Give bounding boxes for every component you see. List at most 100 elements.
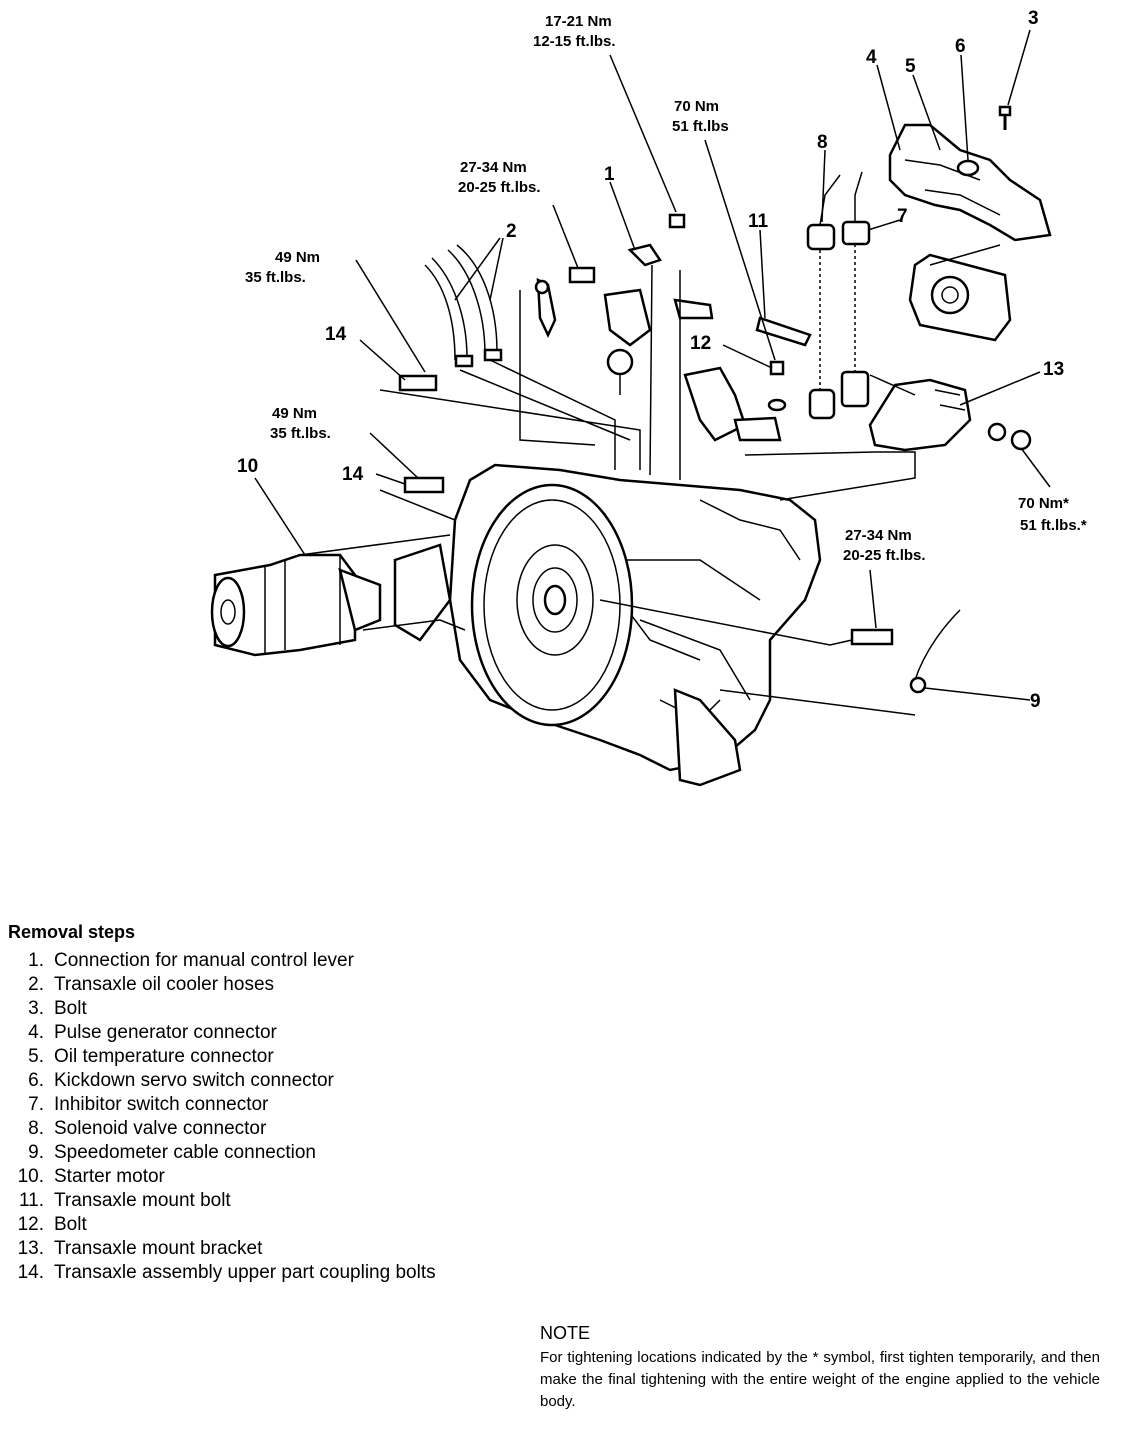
callout-6: 6	[955, 36, 966, 57]
removal-step: 7. Inhibitor switch connector	[8, 1093, 568, 1117]
removal-step-label: Transaxle oil cooler hoses	[54, 974, 275, 995]
removal-step-label: Transaxle mount bolt	[54, 1190, 231, 1211]
removal-step-label: Speedometer cable connection	[54, 1142, 316, 1163]
solenoid-valve-connector	[806, 174, 841, 420]
torque-70-nm-star: 70 Nm*	[1018, 495, 1069, 512]
removal-step-number: 12.	[17, 1214, 44, 1235]
removal-step: 12. Bolt	[8, 1213, 568, 1237]
removal-step: 9. Speedometer cable connection	[8, 1141, 568, 1165]
removal-step-label: Transaxle mount bracket	[54, 1238, 263, 1259]
removal-step-label: Solenoid valve connector	[54, 1118, 267, 1139]
torque-35-ftlbs-upper: 35 ft.lbs.	[245, 269, 306, 286]
torque-12-15-ftlbs: 12-15 ft.lbs.	[533, 33, 616, 50]
removal-step-label: Transaxle assembly upper part coupling b…	[54, 1262, 436, 1283]
bolt-14-upper	[398, 374, 438, 392]
removal-step: 11. Transaxle mount bolt	[8, 1189, 568, 1213]
removal-steps-heading: Removal steps	[8, 922, 136, 942]
torque-17-21-nm: 17-21 Nm	[545, 13, 612, 30]
callout-8: 8	[817, 132, 828, 153]
connector-cluster-4-5-6	[888, 123, 1052, 242]
bolt-17-21	[668, 213, 686, 229]
callout-14-lower: 14	[342, 464, 364, 485]
torque-51-ftlbs: 51 ft.lbs	[672, 118, 729, 135]
torque-49-nm-upper: 49 Nm	[275, 249, 320, 266]
callout-5: 5	[905, 56, 916, 77]
manual-control-lever	[603, 243, 714, 395]
bolt-3	[998, 105, 1012, 130]
assembly-lines	[299, 244, 1001, 716]
removal-step-number: 14.	[17, 1262, 44, 1283]
removal-step-number: 6.	[28, 1070, 44, 1091]
removal-step: 5. Oil temperature connector	[8, 1045, 568, 1069]
removal-steps-list: 1. Connection for manual control lever 2. T…	[8, 949, 568, 1285]
bolt-11	[755, 316, 812, 347]
removal-step: 3. Bolt	[8, 997, 568, 1021]
removal-step-label: Starter motor	[54, 1166, 165, 1187]
hose-clamp	[534, 277, 557, 338]
removal-step: 14. Transaxle assembly upper part couplin…	[8, 1261, 568, 1285]
callout-1: 1	[604, 164, 615, 185]
torque-20-25-ftlbs-lower: 20-25 ft.lbs.	[843, 547, 926, 564]
callout-9: 9	[1030, 691, 1041, 712]
callout-14-upper: 14	[325, 324, 347, 345]
removal-step-number: 4.	[28, 1022, 44, 1043]
bolt-27-34-upper	[568, 266, 596, 284]
removal-step-number: 9.	[28, 1142, 44, 1163]
torque-27-34-nm-upper: 27-34 Nm	[460, 159, 527, 176]
mount-bracket-block	[908, 253, 1012, 342]
removal-step-number: 10.	[17, 1166, 44, 1187]
removal-step-number: 13.	[17, 1238, 44, 1259]
removal-step-number: 11.	[18, 1190, 44, 1211]
removal-step: 13. Transaxle mount bracket	[8, 1237, 568, 1261]
removal-step: 1. Connection for manual control lever	[8, 949, 568, 973]
callout-12: 12	[690, 333, 711, 354]
removal-step-label: Inhibitor switch connector	[54, 1094, 269, 1115]
torque-20-25-ftlbs-upper: 20-25 ft.lbs.	[458, 179, 541, 196]
bolt-27-34-lower	[850, 628, 894, 646]
callout-3: 3	[1028, 8, 1039, 29]
leader-lines	[254, 29, 1051, 701]
note-block: NOTE For tightening locations indicated …	[540, 1323, 1100, 1413]
callout-4: 4	[866, 47, 877, 68]
transaxle-exploded-diagram: 1 2 3 4 5 6 7 8 9 10 11 12 13 14 14 17-2…	[210, 8, 1087, 787]
callout-13: 13	[1043, 359, 1064, 380]
oil-cooler-hoses	[424, 244, 503, 368]
removal-step-number: 7.	[28, 1094, 44, 1115]
callout-2: 2	[506, 221, 517, 242]
removal-step: 4. Pulse generator connector	[8, 1021, 568, 1045]
removal-step: 10. Starter motor	[8, 1165, 568, 1189]
torque-51-ftlbs-star: 51 ft.lbs.*	[1020, 517, 1087, 534]
transaxle-mount-bracket	[868, 378, 1032, 452]
speedometer-cable	[909, 609, 961, 694]
removal-step-number: 5.	[28, 1046, 44, 1067]
removal-step: 6. Kickdown servo switch connector	[8, 1069, 568, 1093]
removal-step: 2. Transaxle oil cooler hoses	[8, 973, 568, 997]
removal-step-label: Connection for manual control lever	[54, 950, 354, 971]
torque-27-34-nm-lower: 27-34 Nm	[845, 527, 912, 544]
control-cable-bracket	[683, 366, 782, 442]
torque-49-nm-lower: 49 Nm	[272, 405, 317, 422]
removal-step-number: 8.	[28, 1118, 44, 1139]
removal-step-label: Bolt	[54, 1214, 87, 1235]
removal-step-label: Kickdown servo switch connector	[54, 1070, 334, 1091]
removal-step-number: 1.	[28, 950, 44, 971]
removal-step-label: Oil temperature connector	[54, 1046, 274, 1067]
removal-step-label: Pulse generator connector	[54, 1022, 277, 1043]
removal-step-number: 3.	[28, 998, 44, 1019]
bolt-12	[767, 360, 787, 412]
callout-10: 10	[237, 456, 258, 477]
inhibitor-switch-connector	[840, 171, 871, 408]
callout-7: 7	[897, 206, 908, 227]
torque-70-nm: 70 Nm	[674, 98, 719, 115]
starter-motor	[210, 553, 382, 657]
note-body: For tightening locations indicated by th…	[540, 1349, 1100, 1410]
torque-35-ftlbs-lower: 35 ft.lbs.	[270, 425, 331, 442]
removal-step: 8. Solenoid valve connector	[8, 1117, 568, 1141]
removal-steps: Removal steps 1. Connection for manual co…	[8, 922, 568, 1285]
callout-11: 11	[748, 211, 769, 232]
bolt-14-lower	[403, 476, 445, 494]
transaxle-housing	[393, 463, 822, 787]
removal-step-number: 2.	[28, 974, 44, 995]
removal-step-label: Bolt	[54, 998, 87, 1019]
note-title: NOTE	[540, 1323, 591, 1343]
